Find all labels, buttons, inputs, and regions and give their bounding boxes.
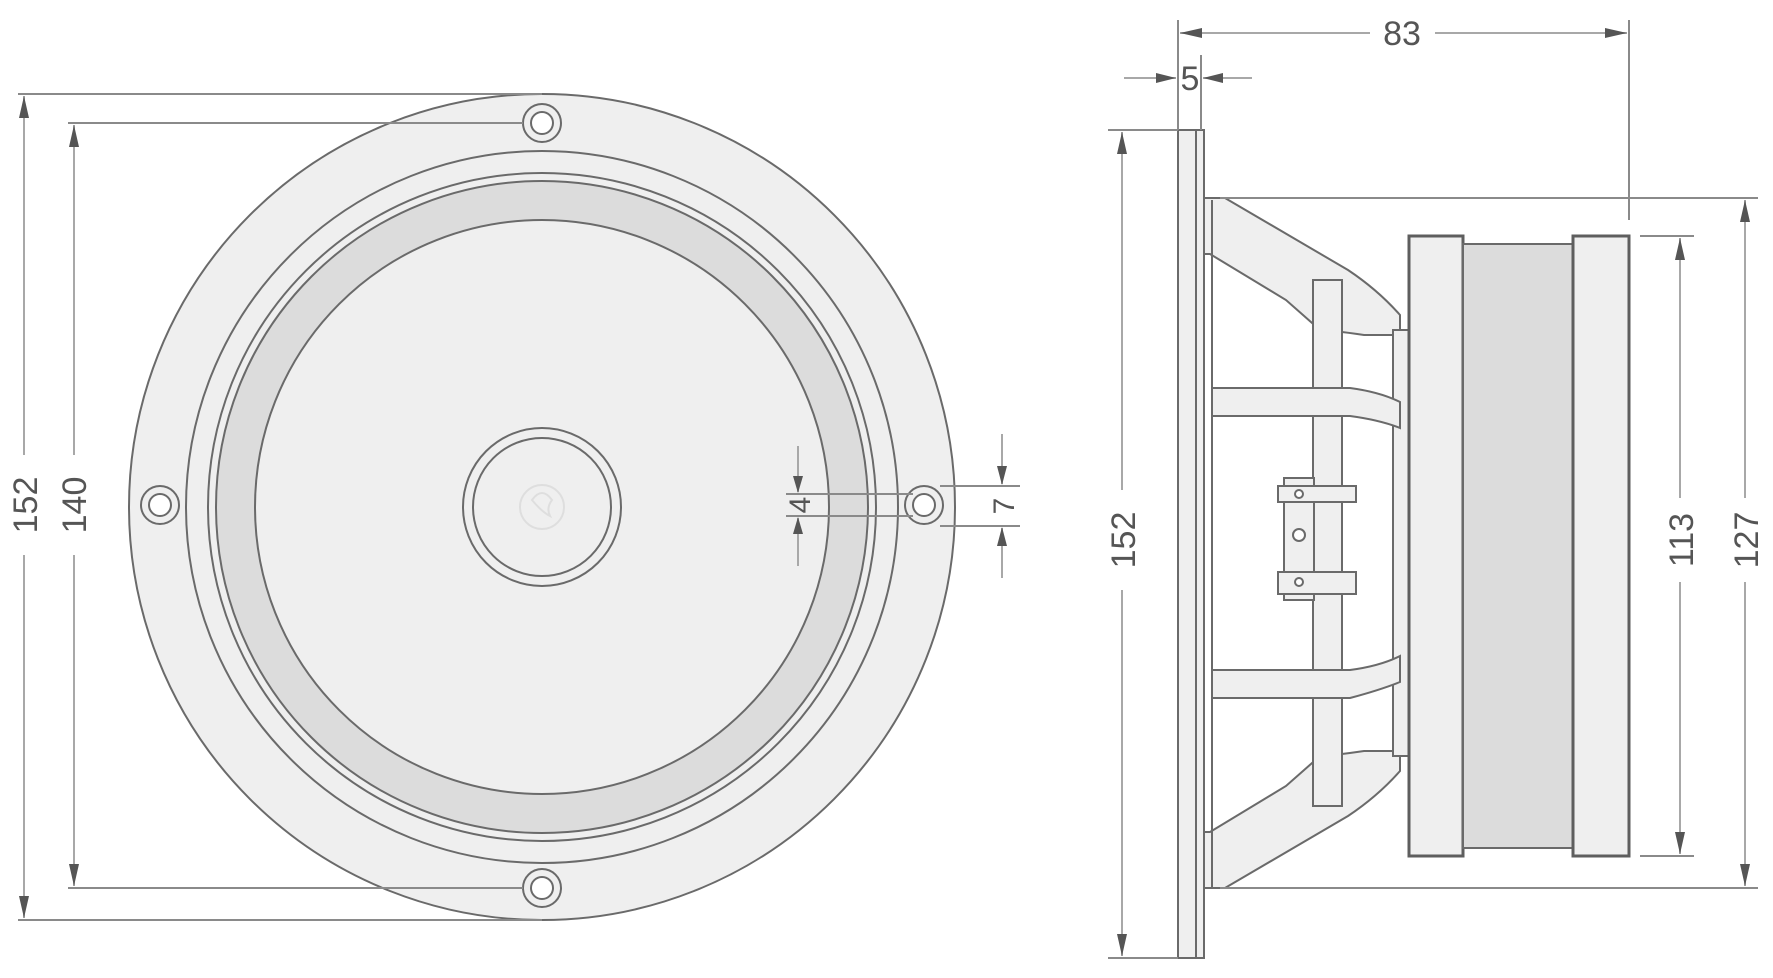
dimension-label-152-side: 152 xyxy=(1105,512,1143,569)
mounting-hole-top xyxy=(522,103,562,143)
brand-logo-icon xyxy=(519,484,565,530)
flange xyxy=(1177,129,1205,959)
magnet-back-plate xyxy=(1571,234,1631,858)
dimension-label-5: 5 xyxy=(1181,60,1200,98)
dimension-magnet-diameter: 113 xyxy=(1640,235,1701,857)
dimension-label-113: 113 xyxy=(1663,513,1701,567)
dimension-label-140: 140 xyxy=(56,477,94,534)
dimension-flange-height: 152 xyxy=(1105,129,1178,959)
mounting-hole-right xyxy=(904,485,944,525)
dimension-outer-diameter: 152 xyxy=(7,93,542,921)
dimension-hole-spacing: 140 xyxy=(56,122,523,889)
magnet-front-plate xyxy=(1407,234,1465,858)
basket-strut-left xyxy=(1312,279,1343,807)
basket-arm-top xyxy=(1203,197,1401,336)
dimension-label-83: 83 xyxy=(1383,15,1421,53)
dimension-flange-thickness: 5 xyxy=(1124,55,1252,130)
side-view: 83 5 152 113 xyxy=(1105,15,1766,959)
dimension-label-127: 127 xyxy=(1728,512,1766,569)
basket-strut-right xyxy=(1392,329,1410,757)
dimension-basket-diameter: 127 xyxy=(1220,197,1766,889)
mounting-hole-bottom xyxy=(522,868,562,908)
dust-cap xyxy=(472,437,612,577)
dimension-hole-inner: 4 xyxy=(784,446,913,566)
terminal-block xyxy=(1277,477,1357,601)
magnet xyxy=(1462,243,1574,849)
dimension-label-4: 4 xyxy=(784,497,817,514)
dimension-hole-outer: 7 xyxy=(940,434,1021,578)
dimension-label-152: 152 xyxy=(7,477,45,534)
basket-rib-upper xyxy=(1211,387,1401,430)
front-view: 152 140 4 xyxy=(7,93,1021,921)
dimension-label-7: 7 xyxy=(988,498,1021,515)
dimension-depth: 83 xyxy=(1177,15,1630,220)
basket-rib-lower xyxy=(1211,654,1401,699)
basket-arm-bottom xyxy=(1203,750,1401,889)
mounting-hole-left xyxy=(140,485,180,525)
